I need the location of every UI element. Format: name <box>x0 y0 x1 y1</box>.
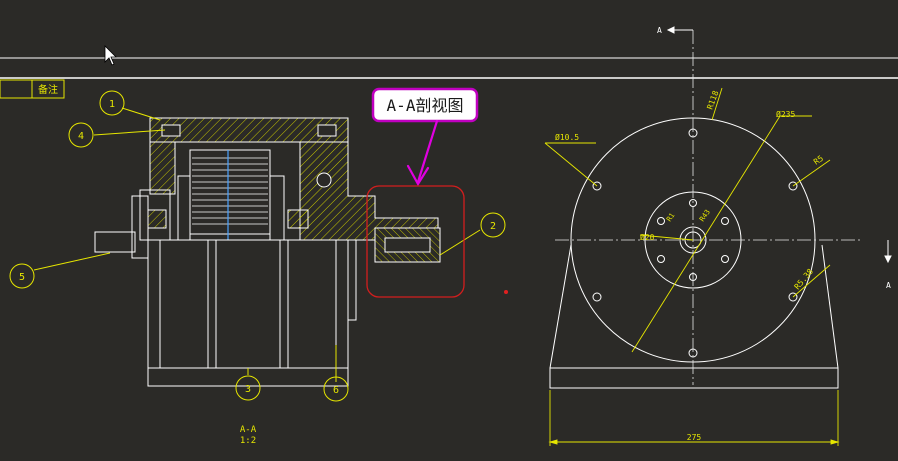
balloon-3: 3 <box>235 375 261 401</box>
callout-arrow-icon <box>406 119 439 187</box>
balloon-5: 5 <box>9 263 35 289</box>
callout-annotation: A-A剖视图 <box>371 87 479 123</box>
dim-bore-dia: Ø20 <box>640 232 655 242</box>
section-mark-top: A <box>657 26 662 35</box>
svg-text:3: 3 <box>245 384 251 395</box>
title-tag: 备注 <box>38 83 58 96</box>
section-mark-right: A <box>886 281 891 290</box>
balloon-4: 4 <box>68 122 94 148</box>
highlight-box <box>366 185 465 298</box>
red-marker <box>504 290 508 294</box>
section-name: A-A <box>240 425 257 435</box>
svg-text:4: 4 <box>78 131 84 142</box>
section-view <box>94 117 441 387</box>
frame-lines <box>0 57 898 99</box>
svg-text:2: 2 <box>490 221 496 232</box>
dim-radius-bolt: R43 <box>698 208 712 223</box>
dim-base-width: 275 <box>687 433 702 442</box>
dim-radius-small: R1 <box>665 212 676 224</box>
dim-outer-dia: Ø235 <box>776 109 795 119</box>
svg-text:5: 5 <box>19 272 25 283</box>
callout-text: A-A剖视图 <box>387 96 464 115</box>
balloon-2: 2 <box>480 212 506 238</box>
dim-hole-dia: Ø10.5 <box>555 132 579 142</box>
svg-text:6: 6 <box>333 385 339 396</box>
centerlines <box>555 30 860 385</box>
section-scale: 1:2 <box>240 436 256 446</box>
balloon-1: 1 <box>99 90 125 116</box>
balloon-6: 6 <box>323 376 349 402</box>
svg-text:1: 1 <box>109 99 115 110</box>
cursor-arrow-icon <box>104 45 117 66</box>
dimension-leaders <box>544 87 840 446</box>
section-line-marks <box>666 26 892 264</box>
balloon-leaders <box>33 107 481 382</box>
